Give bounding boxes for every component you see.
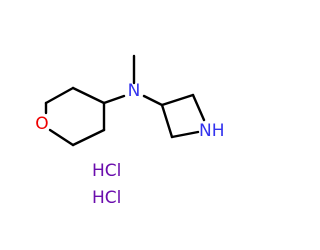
bond-pyran-o-c6: [48, 128, 75, 147]
bond-azetidine-c2-n: [191, 93, 206, 122]
bond-pyran-c3-c2: [44, 86, 75, 105]
salt-hcl-2: HCl: [92, 188, 121, 208]
chemical-structure: N O NH HCl HCl: [35, 54, 225, 208]
atom-nh-ring: NH: [199, 121, 225, 141]
bond-n-pyran: [102, 94, 126, 105]
bond-n-azetidine: [142, 94, 164, 107]
bond-azetidine-n-c4: [170, 130, 200, 139]
salt-hcl-1: HCl: [92, 161, 121, 181]
bonds: [44, 54, 206, 147]
bond-pyran-c4-c3: [71, 86, 106, 105]
bond-azetidine-c3-c2: [160, 93, 195, 107]
bond-azetidine-c4-c3: [160, 103, 174, 139]
atom-n-amine: N: [128, 81, 141, 101]
structure-canvas: N O NH HCl HCl: [35, 54, 225, 208]
bond-pyran-c6-c5: [71, 128, 106, 147]
atom-o-ring: O: [35, 114, 48, 134]
